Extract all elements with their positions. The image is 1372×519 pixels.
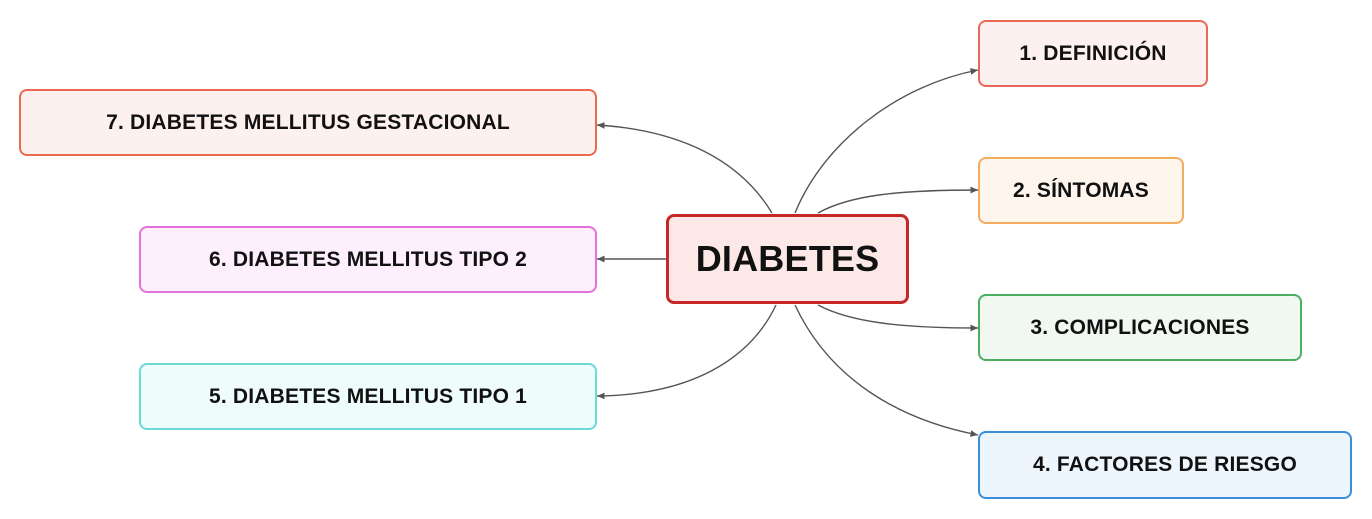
- branch-node-label: 4. FACTORES DE RIESGO: [1032, 453, 1298, 476]
- branch-node-label: 3. COMPLICACIONES: [1030, 315, 1250, 339]
- branch-node-gestacional[interactable]: 7. DIABETES MELLITUS GESTACIONAL: [19, 89, 597, 156]
- branch-node-tipo1[interactable]: 5. DIABETES MELLITUS TIPO 1: [139, 363, 597, 430]
- connector-complicaciones: [817, 304, 979, 332]
- branch-node-label: 6. DIABETES MELLITUS TIPO 2: [208, 247, 528, 271]
- branch-node-label: 5. DIABETES MELLITUS TIPO 1: [208, 384, 528, 408]
- central-node-diabetes[interactable]: DIABETES: [666, 214, 909, 304]
- branch-node-factores[interactable]: 4. FACTORES DE RIESGO: [978, 431, 1352, 499]
- connector-tipo1: [596, 304, 777, 400]
- connector-definicion: [794, 68, 979, 214]
- central-node-label: DIABETES: [695, 238, 880, 279]
- branch-node-definicion[interactable]: 1. DEFINICIÓN: [978, 20, 1208, 87]
- branch-node-label: 1. DEFINICIÓN: [1019, 41, 1167, 65]
- branch-node-sintomas[interactable]: 2. SÍNTOMAS: [978, 157, 1184, 224]
- branch-node-label: 2. SÍNTOMAS: [1012, 178, 1149, 202]
- branch-node-label: 7. DIABETES MELLITUS GESTACIONAL: [106, 110, 510, 134]
- branch-node-tipo2[interactable]: 6. DIABETES MELLITUS TIPO 2: [139, 226, 597, 293]
- branch-node-complicaciones[interactable]: 3. COMPLICACIONES: [978, 294, 1302, 361]
- connector-sintomas: [817, 186, 979, 214]
- connector-factores: [794, 304, 979, 437]
- connector-gestacional: [596, 122, 773, 214]
